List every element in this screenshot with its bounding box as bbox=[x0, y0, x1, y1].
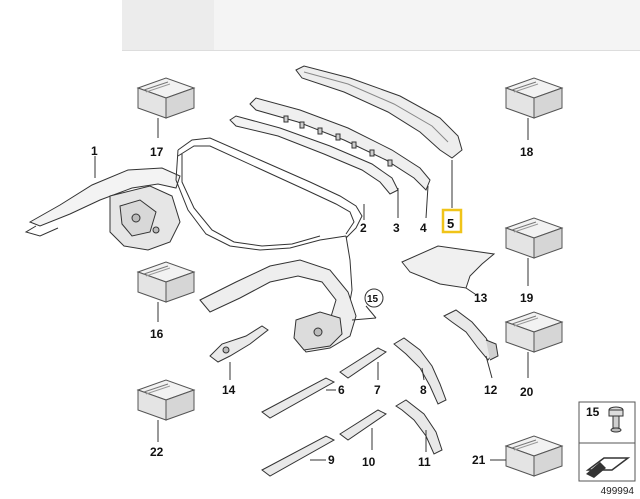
part-15-rear-linkage[interactable] bbox=[199, 259, 357, 353]
label-6[interactable]: 6 bbox=[338, 383, 345, 397]
kit-box-21[interactable] bbox=[505, 435, 563, 477]
label-16[interactable]: 16 bbox=[150, 327, 164, 341]
label-1[interactable]: 1 bbox=[91, 144, 98, 158]
part-3-rail[interactable] bbox=[229, 115, 399, 195]
legend-panel: 15 bbox=[578, 401, 636, 482]
legend-arrow-icon bbox=[585, 457, 631, 478]
part-9-strip[interactable] bbox=[261, 435, 336, 477]
label-8[interactable]: 8 bbox=[420, 383, 427, 397]
label-10[interactable]: 10 bbox=[362, 455, 376, 469]
label-17[interactable]: 17 bbox=[150, 145, 164, 159]
kit-box-17[interactable] bbox=[137, 77, 195, 119]
part-12-trim[interactable] bbox=[443, 309, 499, 361]
label-20[interactable]: 20 bbox=[520, 385, 534, 399]
part-11-trim[interactable] bbox=[395, 399, 443, 455]
label-14[interactable]: 14 bbox=[222, 383, 236, 397]
legend-label-15: 15 bbox=[586, 405, 600, 419]
kit-box-18[interactable] bbox=[505, 77, 563, 119]
highlight-frame-part-5 bbox=[441, 208, 463, 234]
label-13[interactable]: 13 bbox=[474, 291, 488, 305]
diagram-reference-number: 499994 bbox=[600, 486, 634, 497]
part-8-trim[interactable] bbox=[393, 337, 447, 405]
label-11[interactable]: 11 bbox=[418, 455, 431, 469]
part-6-strip[interactable] bbox=[261, 377, 336, 419]
kit-box-16[interactable] bbox=[137, 261, 195, 303]
part-7-strip[interactable] bbox=[339, 347, 387, 379]
kit-box-19[interactable] bbox=[505, 217, 563, 259]
label-15[interactable]: 15 bbox=[367, 294, 379, 305]
label-4[interactable]: 4 bbox=[420, 221, 427, 235]
label-2[interactable]: 2 bbox=[360, 221, 367, 235]
part-4-seal-rail[interactable] bbox=[249, 97, 431, 191]
header-band bbox=[122, 0, 640, 51]
part-13-panel[interactable] bbox=[401, 245, 496, 289]
kit-box-22[interactable] bbox=[137, 379, 195, 421]
header-tab bbox=[122, 0, 214, 50]
label-21[interactable]: 21 bbox=[472, 453, 486, 467]
label-18[interactable]: 18 bbox=[520, 145, 534, 159]
part-14-bracket[interactable] bbox=[209, 325, 269, 363]
kit-box-20[interactable] bbox=[505, 311, 563, 353]
callout-circle-15 bbox=[364, 288, 384, 308]
leader-lines bbox=[94, 118, 529, 461]
legend-clip-icon bbox=[608, 406, 624, 433]
label-9[interactable]: 9 bbox=[328, 453, 335, 467]
label-3[interactable]: 3 bbox=[393, 221, 400, 235]
label-19[interactable]: 19 bbox=[520, 291, 534, 305]
label-7[interactable]: 7 bbox=[374, 383, 381, 397]
label-22[interactable]: 22 bbox=[150, 445, 164, 459]
part-5-roof-panel[interactable] bbox=[295, 65, 463, 159]
part-1-top-frame[interactable] bbox=[24, 167, 181, 251]
part-10-strip[interactable] bbox=[339, 409, 387, 441]
label-12[interactable]: 12 bbox=[484, 383, 498, 397]
label-5[interactable]: 5 bbox=[447, 216, 454, 231]
